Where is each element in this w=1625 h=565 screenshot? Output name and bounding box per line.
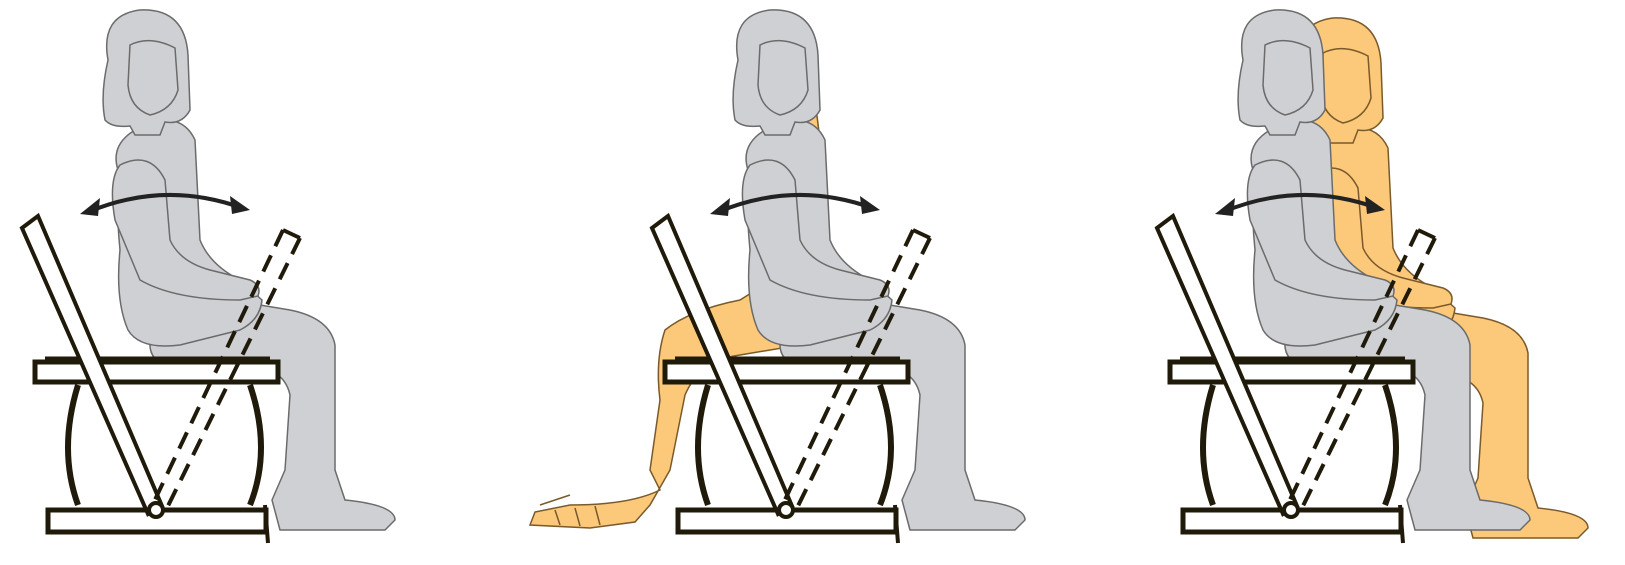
seated-figure: [733, 10, 1025, 530]
panel-1: [22, 10, 395, 543]
panel-3: [1157, 10, 1588, 543]
seated-figure: [103, 10, 395, 530]
panel-2: [530, 10, 1025, 543]
